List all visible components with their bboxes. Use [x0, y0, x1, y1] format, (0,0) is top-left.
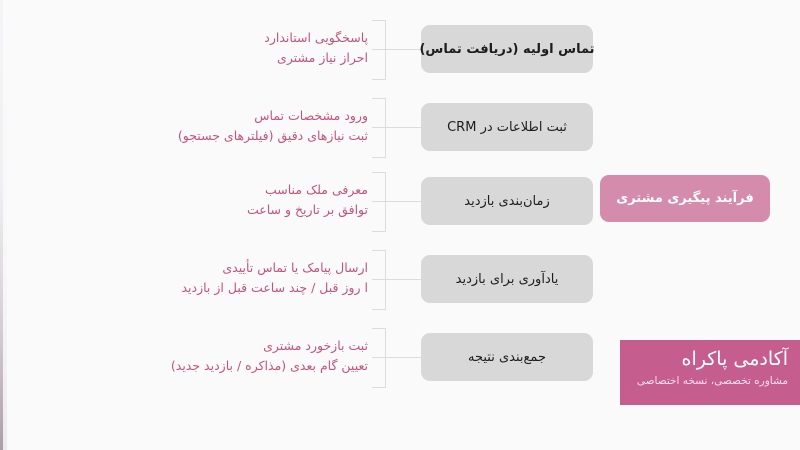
- step-description-line1: معرفی ملک مناسب: [264, 182, 368, 197]
- brand-name: آکادمی پاکراه: [681, 348, 788, 370]
- lead-line-2: [372, 127, 422, 128]
- left-edge-artifact-soft: [3, 0, 7, 450]
- step-description-3: معرفی ملک مناسب توافق بر تاریخ و ساعت: [108, 180, 368, 221]
- step-description-line1: ورود مشخصات تماس: [254, 108, 368, 123]
- lead-line-5: [372, 357, 422, 358]
- step-description-line2: ثبت نیازهای دقیق (فیلترهای جستجو): [177, 128, 368, 144]
- step-box-3[interactable]: زمان‌بندی بازدید: [421, 177, 593, 225]
- lead-line-4: [372, 279, 422, 280]
- step-description-1: پاسخگویی استاندارد احراز نیاز مشتری: [108, 28, 368, 69]
- bracket-connector-4: [372, 250, 386, 310]
- bracket-connector-3: [372, 172, 386, 232]
- brand-tagline: مشاوره تخصصی، نسخه اختصاصی: [636, 375, 788, 388]
- step-box-4[interactable]: یادآوری برای بازدید: [421, 255, 593, 303]
- brand-block: آکادمی پاکراه مشاوره تخصصی، نسخه اختصاصی: [620, 340, 800, 405]
- step-box-1[interactable]: تماس اولیه (دریافت تماس): [419, 25, 595, 73]
- step-description-line2: توافق بر تاریخ و ساعت: [246, 202, 368, 218]
- lead-line-3: [372, 201, 422, 202]
- lead-line-1: [372, 49, 422, 50]
- step-description-line1: ارسال پیامک یا تماس تأییدی: [222, 260, 368, 275]
- left-edge-artifact: [0, 0, 3, 450]
- step-box-2[interactable]: ثبت اطلاعات در CRM: [421, 103, 593, 151]
- process-title-badge[interactable]: فرآیند پیگیری مشتری: [600, 175, 770, 222]
- step-description-line1: پاسخگویی استاندارد: [264, 30, 368, 45]
- step-description-line2: ا روز قبل / چند ساعت قبل از بازدید: [181, 280, 368, 296]
- bracket-connector-2: [372, 98, 386, 158]
- bracket-connector-5: [372, 328, 386, 388]
- step-description-line2: تعیین گام بعدی (مذاکره / بازدید جدید): [170, 358, 368, 374]
- step-description-line1: ثبت بازخورد مشتری: [263, 338, 368, 353]
- step-description-2: ورود مشخصات تماس ثبت نیازهای دقیق (فیلتر…: [108, 106, 368, 147]
- bracket-connector-1: [372, 20, 386, 80]
- step-description-line2: احراز نیاز مشتری: [277, 50, 368, 66]
- step-description-4: ارسال پیامک یا تماس تأییدی ا روز قبل / چ…: [108, 258, 368, 299]
- step-box-5[interactable]: جمع‌بندی نتیجه: [421, 333, 593, 381]
- step-description-5: ثبت بازخورد مشتری تعیین گام بعدی (مذاکره…: [108, 336, 368, 377]
